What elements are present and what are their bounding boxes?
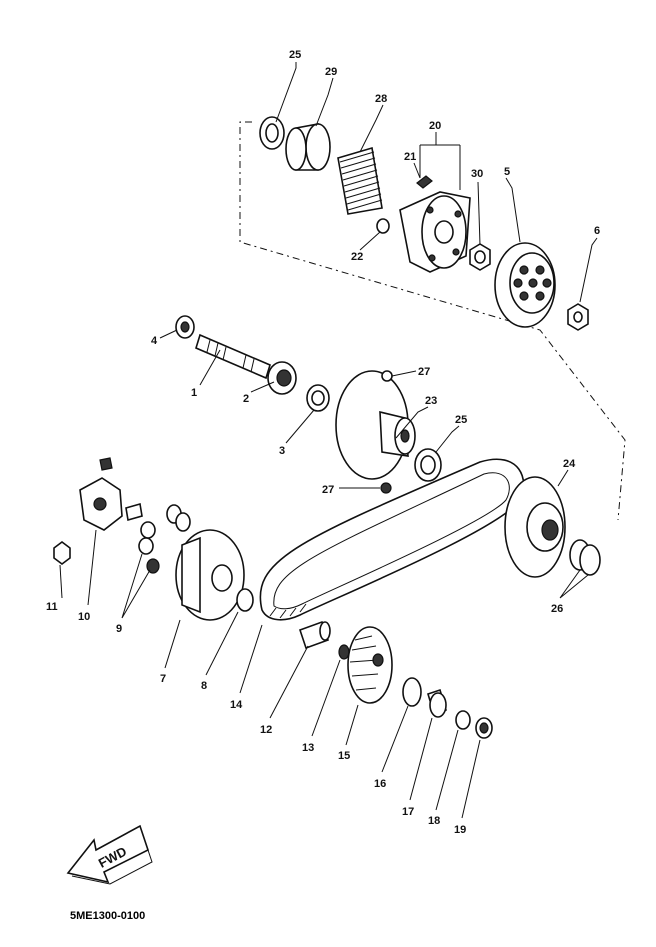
callout-11: 11: [46, 601, 58, 613]
part-30-nut: [469, 243, 491, 271]
callout-22: 22: [351, 251, 363, 263]
assembly-boundary: [239, 121, 626, 521]
part-2-bearing: [267, 361, 297, 395]
callout-7: 7: [160, 673, 166, 685]
callout-1: 1: [191, 387, 197, 399]
leader-lines: [59, 62, 598, 819]
callout-9: 9: [116, 623, 122, 635]
callout-20: 20: [429, 120, 441, 132]
callout-14: 14: [230, 699, 243, 711]
part-27-guide-pin-top: [381, 370, 393, 382]
callout-4: 4: [151, 335, 158, 347]
callout-25-mid: 25: [455, 414, 467, 426]
callout-25-top: 25: [289, 49, 301, 61]
callout-27-bottom: 27: [322, 484, 334, 496]
callout-8: 8: [201, 680, 207, 692]
callout-17: 17: [402, 806, 414, 818]
part-11-nut: [53, 541, 71, 565]
part-7-primary-sliding-sheave: [175, 529, 245, 621]
part-26-collars: [569, 539, 601, 576]
callout-30: 30: [471, 168, 483, 180]
part-3-oil-seal: [306, 384, 330, 412]
callout-16: 16: [374, 778, 386, 790]
callout-26: 26: [551, 603, 563, 615]
part-13-washer: [338, 644, 350, 660]
part-20-clutch-carrier: [399, 191, 471, 273]
part-21-pin: [416, 175, 433, 189]
callout-2: 2: [243, 393, 249, 405]
callout-10: 10: [78, 611, 90, 623]
part-15-primary-fixed-sheave: [347, 626, 393, 704]
part-28-compression-spring: [337, 146, 383, 215]
callout-5: 5: [504, 166, 510, 178]
part-29-collar: [285, 123, 331, 171]
part-16-fan: [402, 677, 422, 707]
callout-24: 24: [563, 458, 576, 470]
part-6-nut: [567, 303, 589, 331]
callout-28-top: 28: [375, 93, 387, 105]
part-19-nut: [475, 717, 493, 739]
callout-27-top: 27: [418, 366, 430, 378]
part-23-secondary-sliding-sheave: [335, 370, 416, 480]
part-9-slider: [125, 502, 143, 522]
part-12-collar: [298, 620, 331, 650]
part-25-oil-seal: [414, 448, 442, 482]
part-10-cam: [79, 457, 123, 531]
part-24-secondary-fixed-sheave: [504, 476, 566, 578]
part-9-weights: [138, 504, 191, 574]
part-1-secondary-shaft: [195, 333, 271, 380]
callout-13: 13: [302, 742, 314, 754]
callout-18: 18: [428, 815, 440, 827]
callout-15: 15: [338, 750, 350, 762]
part-22-o-ring: [376, 218, 390, 234]
part-17-one-way-clutch: [427, 688, 447, 718]
callout-6: 6: [594, 225, 600, 237]
callout-3: 3: [279, 445, 285, 457]
part-8-o-ring: [236, 588, 254, 612]
callout-29: 29: [325, 66, 337, 78]
callout-12: 12: [260, 724, 272, 736]
part-4-bearing: [175, 315, 195, 339]
part-27-guide-pin-bottom: [380, 482, 392, 494]
callout-labels: 25 29 28 20 21 22 30 5 6 4 1 2 3 27 23 2…: [46, 49, 600, 836]
part-18-washer: [455, 710, 471, 730]
fwd-arrow-icon: FWD: [66, 824, 153, 885]
drawing-code: 5ME1300-0100: [70, 910, 145, 922]
callout-23: 23: [425, 395, 437, 407]
part-5-clutch-housing: [494, 242, 556, 328]
part-25-washer-top: [259, 116, 285, 150]
callout-19: 19: [454, 824, 466, 836]
callout-21: 21: [404, 151, 416, 163]
part-14-v-belt: [259, 458, 525, 621]
